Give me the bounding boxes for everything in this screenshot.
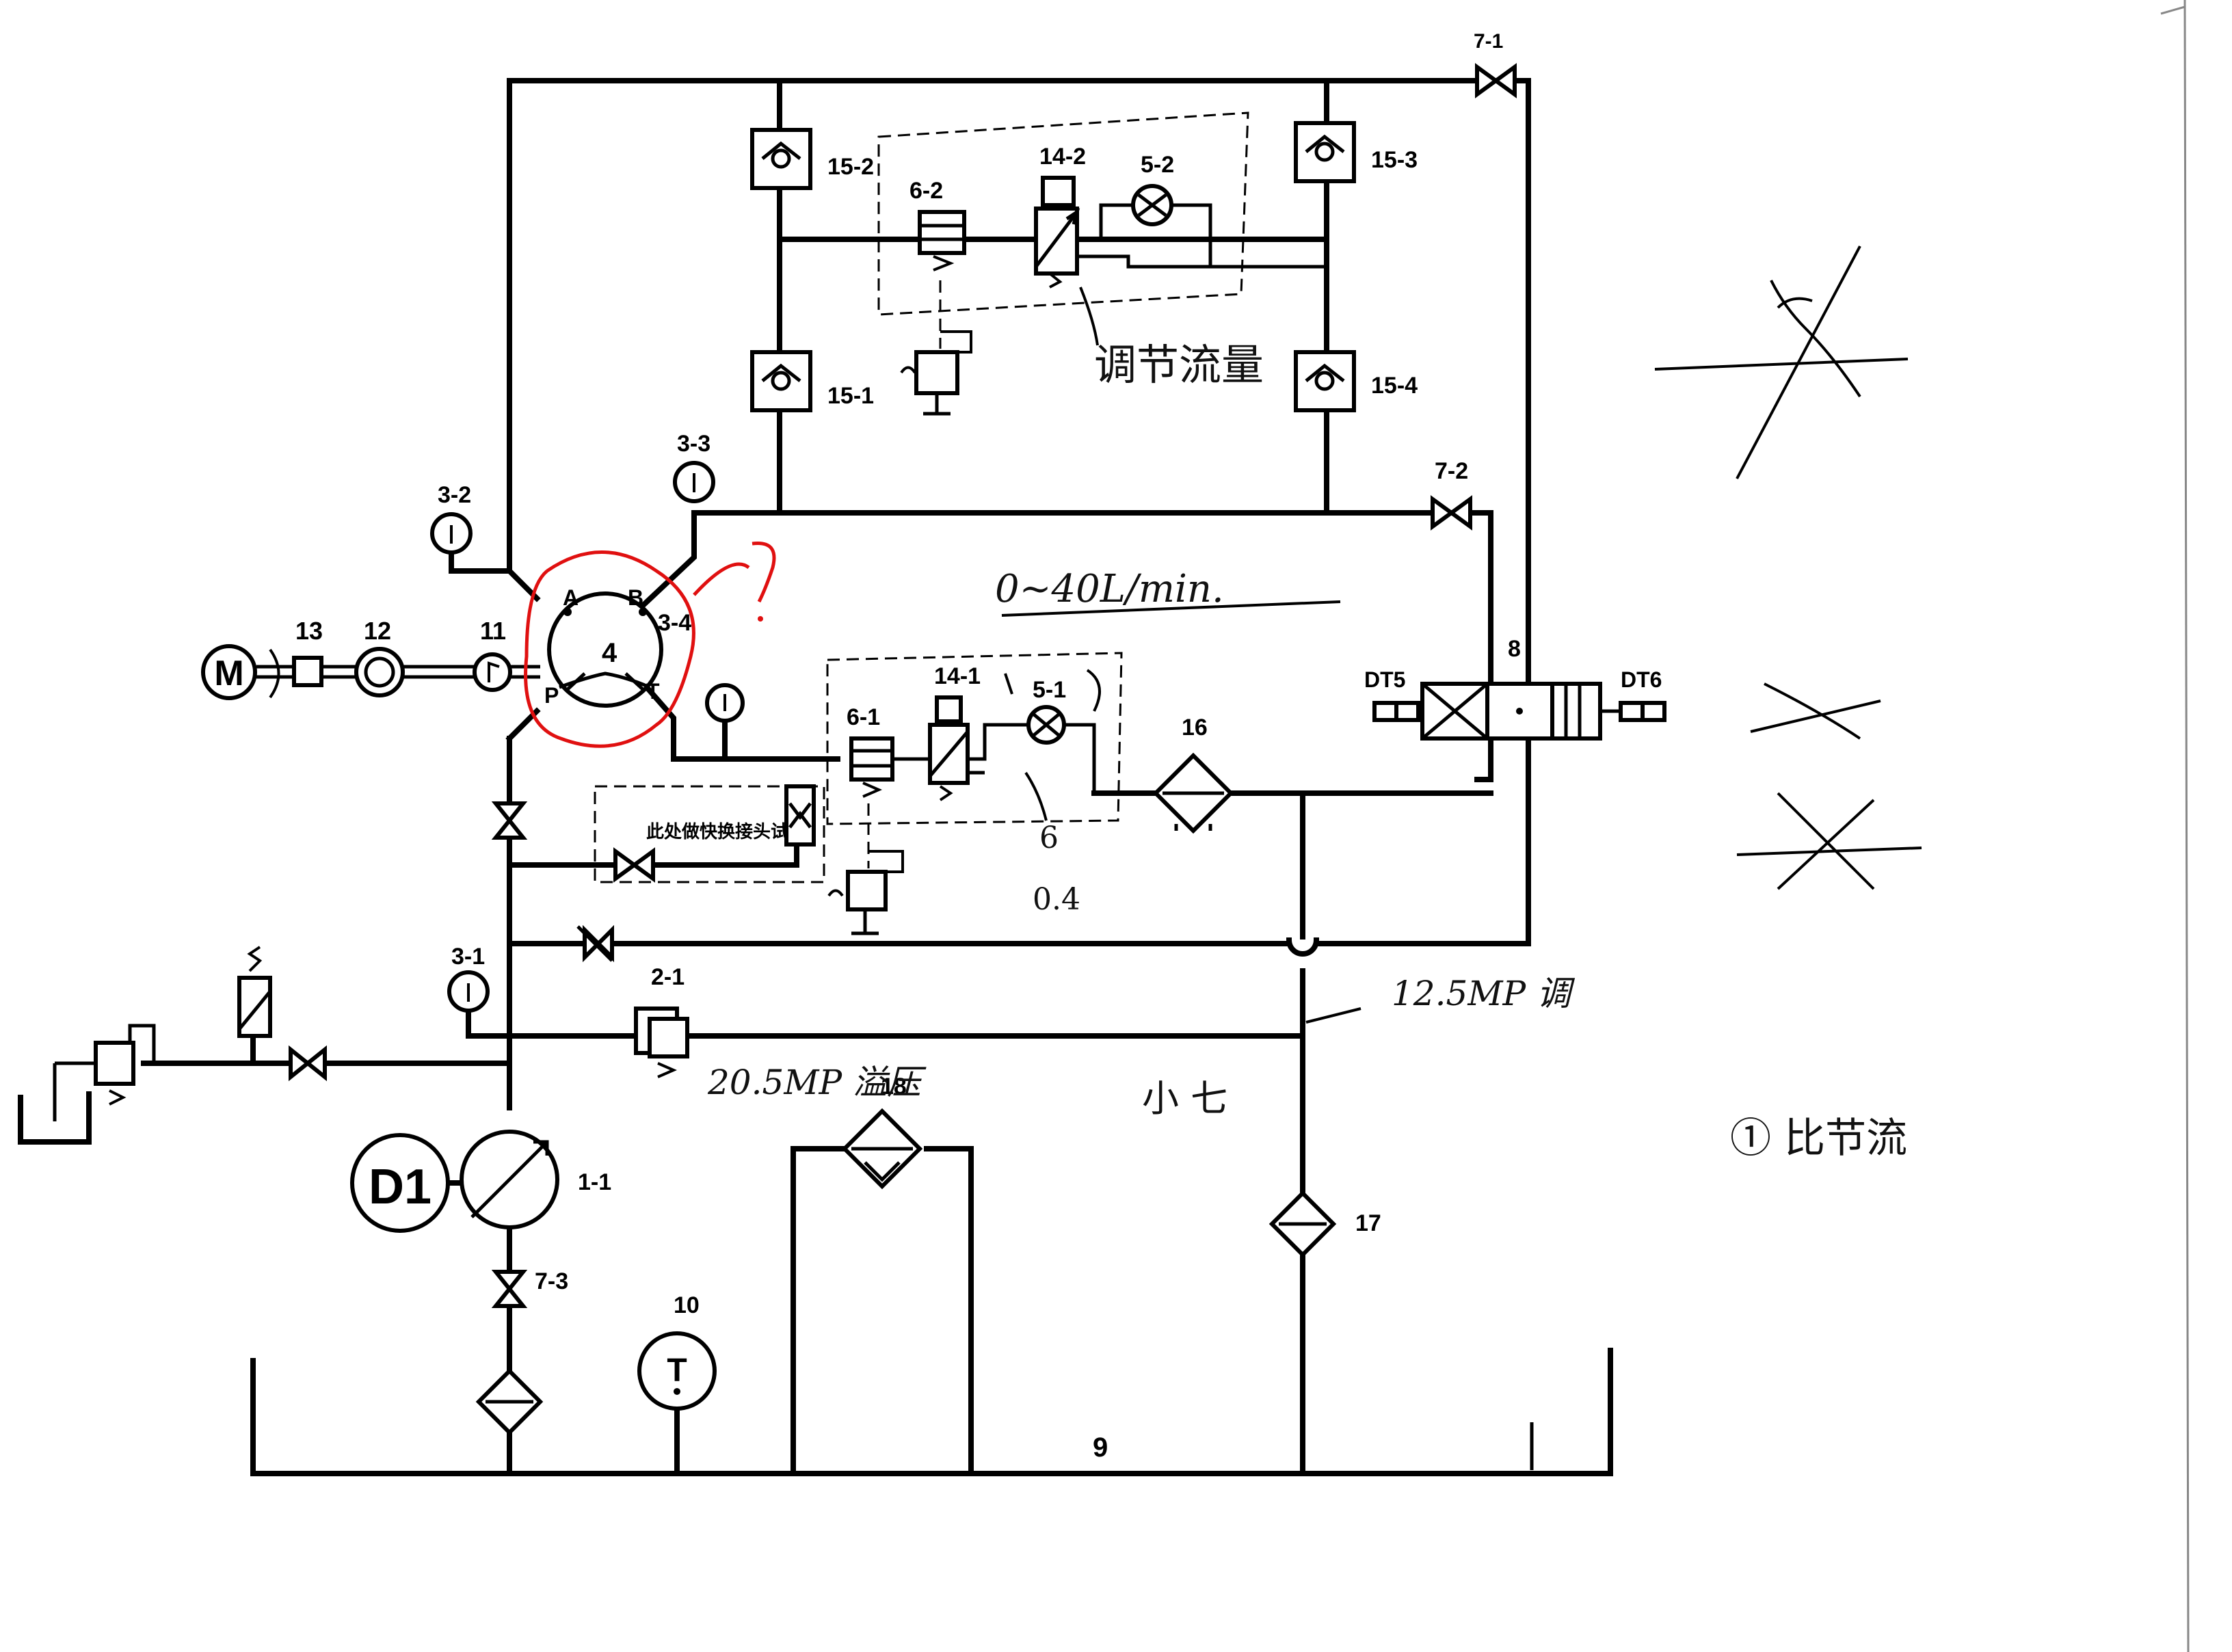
gauge-3-4-label: 3-4 [658, 610, 691, 636]
relief-2-1-label: 2-1 [651, 964, 685, 990]
gauge-3-1: 3-1 [447, 944, 490, 1013]
valve-7-3-label: 7-3 [535, 1268, 568, 1294]
valve-7-2: 7-2 [1431, 458, 1472, 531]
filter-18-label: 18 [881, 1074, 907, 1100]
quick-coupler-text: 此处做快换接头试验 [646, 821, 806, 842]
check-valve-15-4: 15-4 [1294, 350, 1418, 412]
check-15-1-label: 15-1 [827, 383, 874, 409]
check-valve-15-1: 15-1 [750, 350, 874, 412]
motor-m: M [201, 644, 280, 700]
thermometer-10-label: 10 [674, 1292, 700, 1318]
pump-1-1-label: 1-1 [578, 1169, 611, 1195]
valve-7-2-label: 7-2 [1435, 458, 1468, 484]
gauge-3-3: 3-3 [673, 431, 715, 503]
unit-4-label: 4 [602, 638, 617, 668]
dt5-label: DT5 [1364, 667, 1405, 692]
flowmeter-5-1-label: 5-1 [1033, 677, 1066, 703]
throttle-14-1-label: 14-1 [934, 663, 981, 689]
filter-16-label: 16 [1182, 715, 1208, 741]
coupling-13: 13 [292, 617, 323, 687]
filter-17-label: 17 [1355, 1210, 1381, 1236]
note-adjust-flow: 调节流量 [1094, 340, 1264, 390]
check-15-2-label: 15-2 [827, 154, 874, 180]
handwritten-notes: 0~40L/min. 12.5MP 调 20.5MP 溢压 小 七 ① 比节流 [707, 245, 1922, 1162]
note-flow-range: 0~40L/min. [995, 567, 1224, 611]
valve-bypass [576, 924, 614, 963]
filter-16: 16 [1152, 715, 1234, 834]
gauge-3-2: 3-2 [430, 482, 473, 555]
port-p-label: P [544, 683, 559, 708]
note-6: 6 [1039, 821, 1059, 855]
note-small: 小 七 [1142, 1077, 1227, 1120]
tank-9-label: 9 [1093, 1433, 1108, 1463]
filter-18: 18 [841, 1074, 923, 1190]
lower-control-group: 6-1 14-1 5-1 6 0.4 [826, 652, 1123, 935]
note-right: ① 比节流 [1730, 1115, 1907, 1162]
note-12-5: 12.5MP 调 [1392, 974, 1576, 1013]
relief-6-1-label: 6-1 [847, 704, 880, 730]
note-20-5: 20.5MP 溢压 [707, 1063, 927, 1102]
pump-1-1: 1-1 [460, 1130, 611, 1229]
gauge-3-4 [705, 683, 745, 723]
valve-coupler [613, 847, 655, 883]
check-15-3-label: 15-3 [1371, 147, 1418, 173]
drive-d1: D1 [350, 1133, 450, 1233]
valve-7-3: 7-3 [491, 1268, 568, 1308]
tank-9: 9 [250, 1348, 1613, 1476]
note-0-4: 0.4 [1033, 882, 1080, 917]
throttle-14-2-label: 14-2 [1039, 144, 1086, 170]
check-valve-15-2: 15-2 [750, 128, 874, 190]
speed-sensor-11: 11 [473, 617, 512, 692]
flowmeter-5-2-label: 5-2 [1141, 152, 1174, 178]
sensor-11-label: 11 [480, 617, 506, 645]
motor-m-label: M [214, 654, 243, 693]
drive-d1-label: D1 [369, 1160, 431, 1214]
gauge-3-3-label: 3-3 [677, 431, 710, 457]
filter-suction [475, 1368, 544, 1436]
main-piping [141, 78, 1531, 1473]
valve-7-1-label: 7-1 [1474, 30, 1503, 53]
port-b-label: B [628, 585, 643, 610]
upper-control-group: 6-2 14-2 5-2 调节流量 [780, 111, 1327, 416]
dt6-label: DT6 [1621, 667, 1662, 692]
check-15-4-label: 15-4 [1371, 373, 1418, 399]
port-a-label: A [563, 585, 579, 610]
valve-8-label: 8 [1508, 636, 1521, 662]
coupling-13-label: 13 [295, 617, 323, 645]
gauge-3-1-label: 3-1 [451, 944, 485, 970]
sensor-12-label: 12 [364, 617, 391, 645]
filter-17: 17 [1268, 1190, 1381, 1258]
relief-6-2-label: 6-2 [909, 178, 943, 204]
valve-main-p [491, 801, 528, 840]
check-valve-15-3: 15-3 [1294, 121, 1418, 183]
valve-accumulator [289, 1045, 327, 1082]
relief-valve-2-1: 2-1 [634, 964, 689, 1078]
gauge-3-2-label: 3-2 [438, 482, 471, 508]
accumulator-group [18, 946, 272, 1145]
torque-sensor-12: 12 [354, 617, 405, 697]
valve-7-1: 7-1 [1474, 30, 1517, 98]
port-t-label: T [646, 679, 660, 704]
quick-coupler-box: 此处做快换接头试验 [594, 784, 825, 883]
directional-valve-8: 8 DT5 DT6 [1364, 636, 1666, 741]
thermometer-10: T 10 [637, 1292, 717, 1411]
thermometer-label: T [667, 1353, 687, 1389]
test-unit-4: 4 A B P T 3-4 [524, 541, 776, 748]
